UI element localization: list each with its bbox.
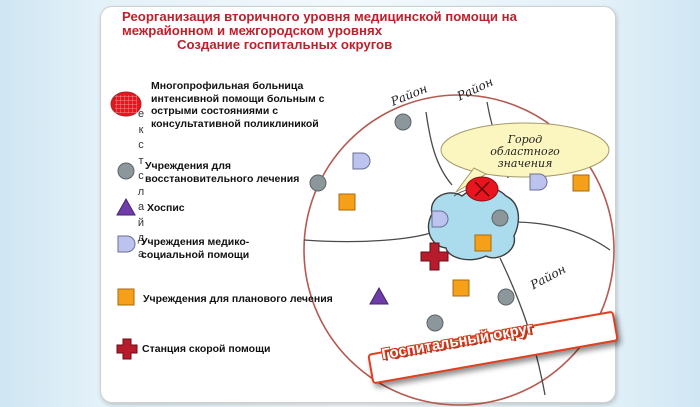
social-care-icon [529, 173, 548, 191]
legend-label-hospital: Многопрофильная больница интенсивной пом… [151, 80, 325, 130]
social-care-icon [352, 152, 371, 170]
legend-label-ambulance: Станция скорой помощи [142, 343, 271, 355]
overlay-letters: е к с т с л а й д а [137, 108, 145, 260]
legend-label-planned: Учреждения для планового лечения [143, 293, 333, 305]
rehab-center-icon [491, 209, 509, 227]
planned-care-icon [117, 288, 135, 306]
hospital-district-circle [303, 94, 615, 406]
legend-label-rehab: Учреждения для восстановительного лечени… [145, 160, 300, 185]
boundary-north-left [425, 111, 453, 186]
boundary-west [303, 231, 435, 243]
planned-care-icon [338, 193, 356, 211]
hospital-cross-mark [474, 181, 490, 197]
planned-care-icon [572, 174, 590, 192]
planned-care-icon [474, 234, 492, 252]
title-line-1: Реорганизация вторичного уровня медицинс… [122, 9, 517, 24]
rehab-center-icon [497, 288, 515, 306]
social-care-markers [352, 152, 548, 228]
legend-label-social: Учреждения медико- социальной помощи [141, 236, 250, 261]
ambulance-station-icon [116, 338, 138, 360]
hospital-grid-icon [115, 95, 137, 113]
rehab-center-icon [394, 113, 412, 131]
rehab-markers [309, 113, 515, 332]
social-care-icon [431, 210, 449, 228]
boundary-east [511, 221, 611, 251]
city-area [427, 187, 520, 261]
ambulance-station-icon [420, 242, 449, 271]
social-care-icon [117, 235, 136, 253]
city-callout [440, 122, 610, 178]
hospice-icon [116, 197, 136, 216]
planned-care-icon [452, 279, 470, 297]
hospice-icon [369, 286, 389, 305]
rehab-center-icon [309, 174, 327, 192]
legend-label-hospice: Хоспис [147, 202, 185, 214]
legend-icons [110, 91, 142, 360]
city-label: Город областного значения [490, 133, 560, 170]
boundary-south [499, 257, 546, 396]
page-title: Реорганизация вторичного уровня медицинс… [122, 10, 602, 52]
rehab-center-icon [426, 314, 444, 332]
title-line-2: межрайонном и межгородском уровнях [122, 23, 383, 38]
title-line-3: Создание госпитальных округов [177, 37, 393, 52]
rehab-center-icon [117, 162, 135, 180]
